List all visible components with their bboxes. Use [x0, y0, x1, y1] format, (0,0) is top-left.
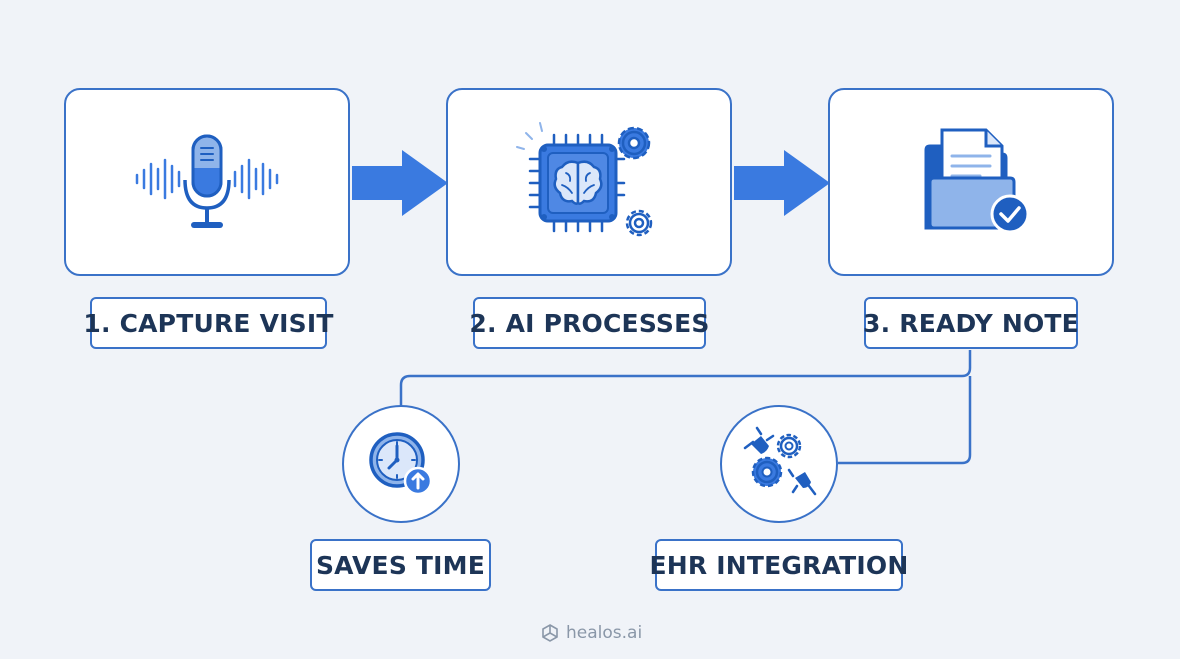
benefit-label-saves-time: SAVES TIME: [310, 539, 491, 591]
step-label-ready-note: 3. READY NOTE: [863, 297, 1079, 349]
step-card-capture-visit: [64, 88, 350, 276]
brand-footer: healos.ai: [540, 620, 642, 646]
document-folder-check-icon: [924, 128, 1030, 234]
brand-name: healos.ai: [566, 623, 643, 643]
arrow-step2-to-step3: [734, 150, 830, 216]
step-label-ai-processes: 2. AI PROCESSES: [469, 297, 709, 349]
benefit-circle-saves-time: [342, 405, 460, 523]
microphone-icon: [135, 134, 279, 228]
step-label-capture-visit: 1. CAPTURE VISIT: [83, 297, 333, 349]
benefit-label-ehr-integration: EHR INTEGRATION: [649, 539, 908, 591]
arrow-step1-to-step2: [352, 150, 448, 216]
benefit-circle-ehr-integration: [720, 405, 838, 523]
step-card-ready-note: [828, 88, 1114, 276]
step-card-ai-processes: [446, 88, 732, 276]
ai-chip-brain-icon: [516, 122, 653, 237]
gears-plugs-icon: [743, 426, 817, 496]
connector-line-saves-time: [399, 350, 972, 405]
healos-logo-icon: [542, 624, 558, 642]
connector-line-ehr: [838, 376, 972, 465]
clock-upload-icon: [369, 432, 433, 496]
